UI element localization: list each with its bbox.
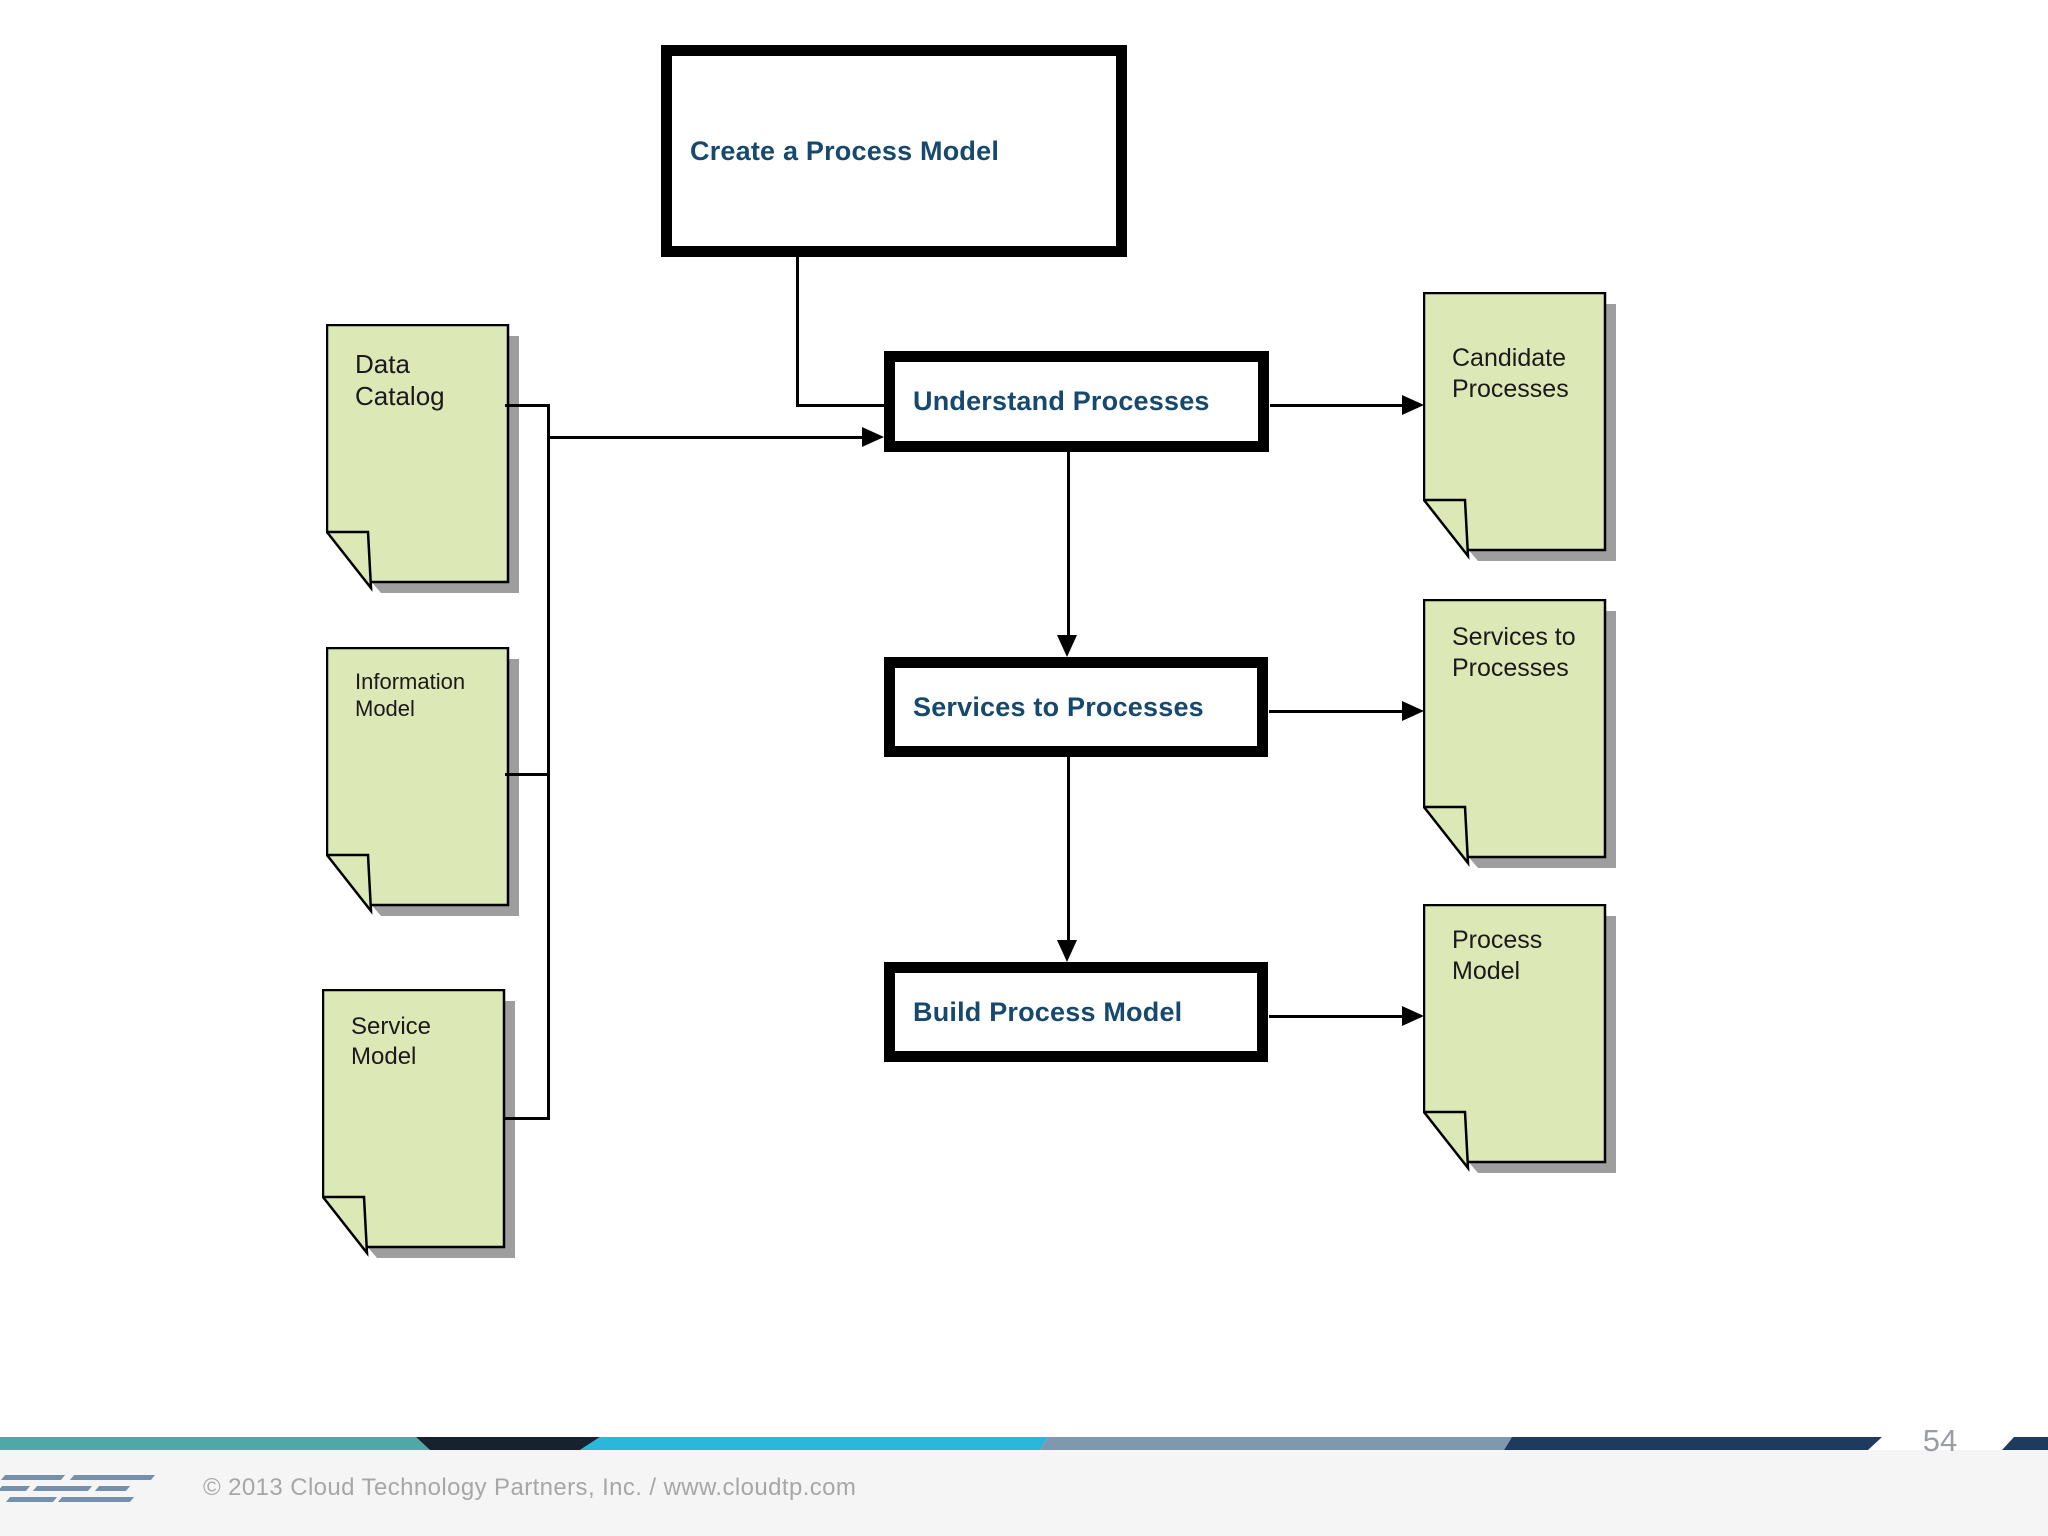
- doc-services-to-processes: Services to Processes: [1423, 599, 1619, 875]
- process-box-label: Understand Processes: [913, 386, 1210, 416]
- connector-title-vertical: [796, 257, 799, 407]
- page-number: 54: [1922, 1423, 1958, 1458]
- title-box-label: Create a Process Model: [690, 135, 1000, 166]
- doc-data-catalog: Data Catalog: [326, 324, 522, 600]
- copyright-text: © 2013 Cloud Technology Partners, Inc. /…: [203, 1474, 857, 1501]
- document-shape-icon: [1423, 904, 1616, 1173]
- footer-stripe: [0, 1437, 2048, 1450]
- process-box-label: Build Process Model: [913, 996, 1183, 1027]
- arrowhead-right-icon: [1402, 395, 1424, 415]
- arrowhead-right-icon: [1402, 701, 1424, 721]
- doc-label: Data Catalog: [355, 349, 445, 412]
- arrow-services-to-build: [1067, 757, 1070, 940]
- document-shape-icon: [326, 324, 519, 593]
- doc-label: Information Model: [355, 669, 466, 722]
- doc-service-model: Service Model: [322, 989, 518, 1265]
- document-shape-icon: [322, 989, 515, 1258]
- connector-service-model: [504, 1117, 549, 1120]
- arrowhead-right-icon: [1402, 1006, 1424, 1026]
- doc-label: Candidate Processes: [1452, 344, 1569, 403]
- document-shape-icon: [1423, 599, 1616, 868]
- connector-information-model: [505, 773, 549, 776]
- doc-information-model: Information Model: [326, 647, 522, 923]
- arrow-build-to-processmodel: [1269, 1015, 1402, 1018]
- arrow-understand-to-candidate: [1270, 404, 1402, 407]
- connector-bracket-vertical: [547, 404, 550, 1120]
- arrowhead-down-icon: [1057, 940, 1077, 962]
- arrowhead-down-icon: [1057, 635, 1077, 657]
- arrow-services-to-doc: [1269, 710, 1402, 713]
- process-box-build-process-model: Build Process Model: [884, 962, 1268, 1062]
- document-shape-icon: [326, 647, 519, 916]
- title-box: Create a Process Model: [661, 45, 1127, 257]
- doc-candidate-processes: Candidate Processes: [1423, 292, 1619, 568]
- arrowhead-right-icon: [862, 427, 884, 447]
- doc-label: Service Model: [351, 1013, 432, 1070]
- doc-label: Process Model: [1452, 926, 1543, 985]
- arrow-inputs-to-understand: [549, 436, 864, 439]
- process-box-services-to-processes: Services to Processes: [884, 657, 1268, 757]
- process-box-understand-processes: Understand Processes: [884, 351, 1269, 452]
- arrow-understand-to-services: [1067, 452, 1070, 636]
- doc-process-model: Process Model: [1423, 904, 1619, 1180]
- footer-band: [0, 1450, 2048, 1536]
- connector-title-horizontal: [796, 404, 886, 407]
- process-box-label: Services to Processes: [913, 691, 1204, 722]
- doc-label: Services to Processes: [1452, 623, 1576, 682]
- document-shape-icon: [1423, 292, 1616, 561]
- connector-data-catalog: [505, 404, 549, 407]
- cloudtp-logo-icon: [0, 1475, 160, 1507]
